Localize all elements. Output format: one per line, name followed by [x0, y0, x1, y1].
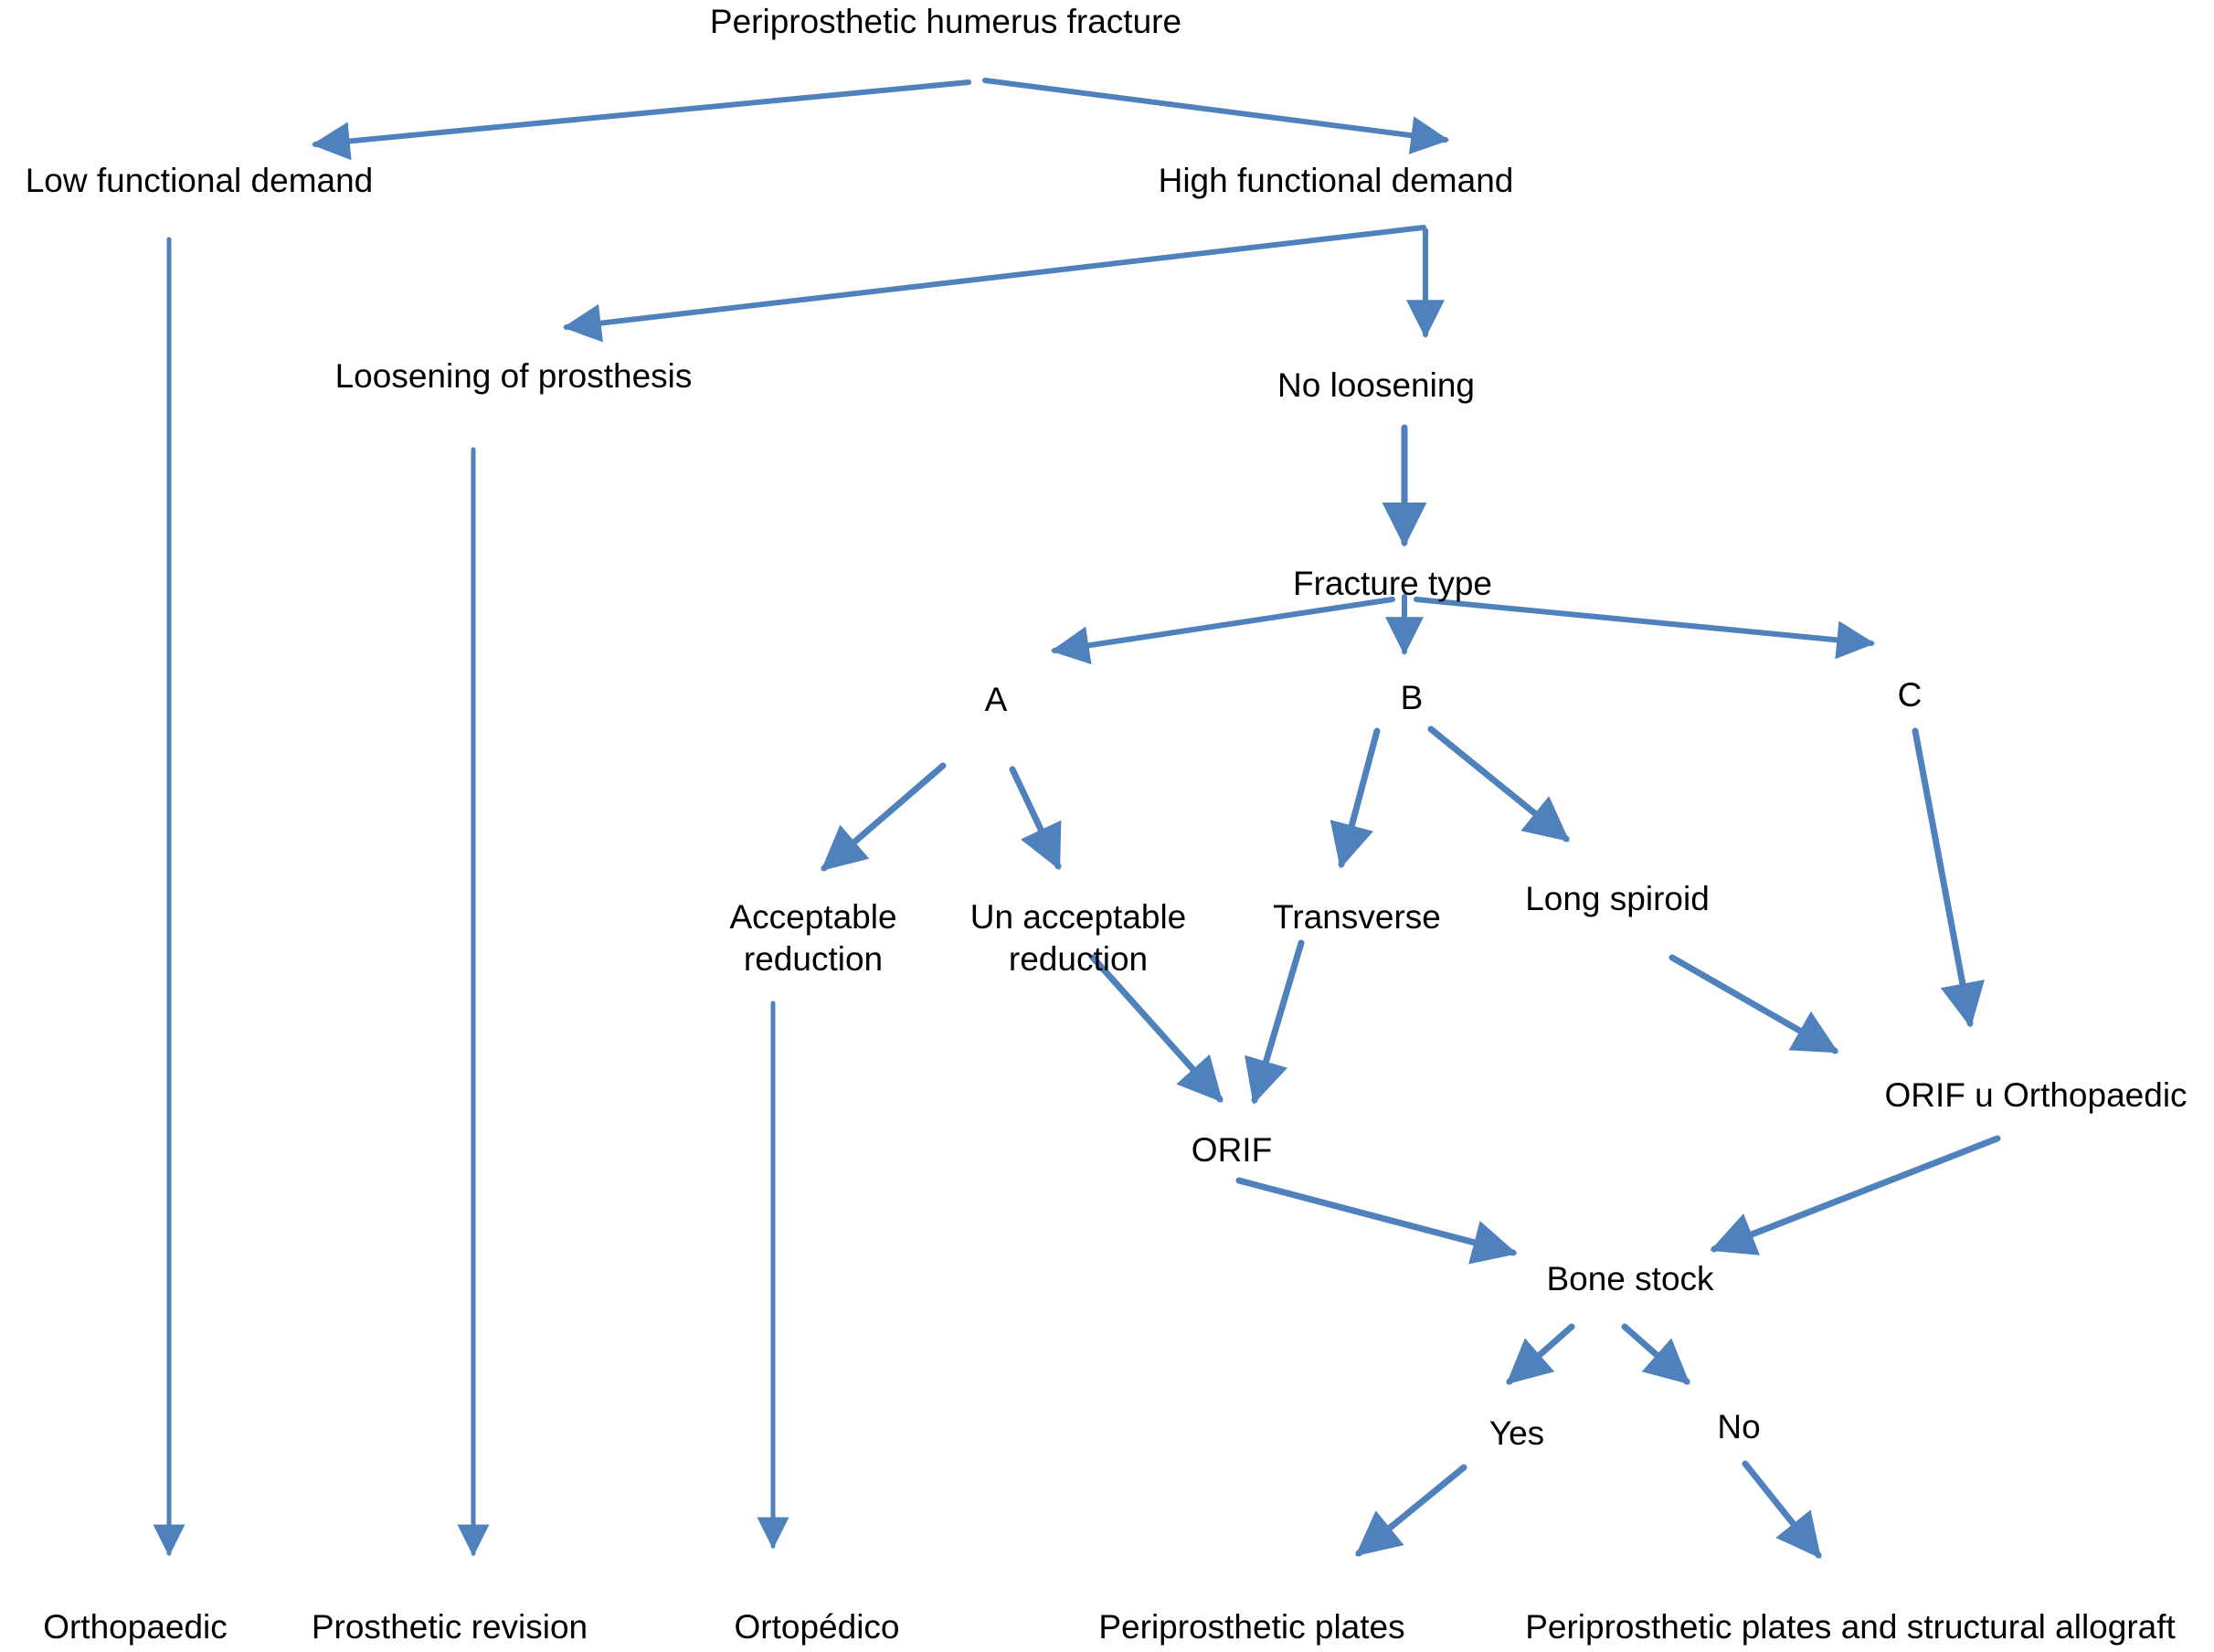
- node-orif: ORIF: [1192, 1131, 1272, 1169]
- edge-title-to-high-functional-demand: [982, 78, 1450, 154]
- edge-fracture-type-to-a: [1050, 597, 1395, 665]
- node-ortopedico: Ortopédico: [735, 1608, 900, 1646]
- node-title: Periprosthetic humerus fracture: [710, 3, 1181, 40]
- edge-no-to-periprosthetic-plates-allograft: [1742, 1460, 1822, 1559]
- node-orif-u-orthopaedic: ORIF u Orthopaedic: [1884, 1076, 2187, 1114]
- node-no: No: [1717, 1408, 1760, 1446]
- edge-orif-u-orthopaedic-to-bone-stock: [1710, 1135, 2001, 1255]
- node-high-functional-demand: High functional demand: [1159, 162, 1514, 199]
- edge-high-to-loosening: [562, 225, 1426, 343]
- nodes-layer: Periprosthetic humerus fracture Low func…: [26, 3, 2188, 1646]
- edge-transverse-to-orif: [1245, 939, 1305, 1105]
- node-long-spiroid: Long spiroid: [1525, 880, 1710, 917]
- edge-b-to-transverse: [1329, 727, 1381, 869]
- edges-layer: [153, 78, 2001, 1559]
- edge-bone-stock-to-no: [1621, 1323, 1690, 1385]
- node-periprosthetic-plates: Periprosthetic plates: [1098, 1608, 1404, 1646]
- node-type-b: B: [1401, 679, 1424, 716]
- node-unacceptable-reduction-line2: reduction: [1009, 940, 1148, 978]
- edge-a-to-unacceptable-reduction: [1009, 766, 1062, 871]
- node-periprosthetic-plates-allograft: Periprosthetic plates and structural all…: [1525, 1608, 2176, 1646]
- edge-b-to-long-spiroid: [1427, 725, 1570, 842]
- edge-fracture-type-to-c: [1414, 597, 1876, 660]
- node-bone-stock: Bone stock: [1546, 1260, 1714, 1297]
- edge-a-to-acceptable-reduction: [821, 762, 947, 872]
- node-type-a: A: [985, 681, 1008, 718]
- edge-yes-to-periprosthetic-plates: [1355, 1464, 1467, 1557]
- edge-bone-stock-to-yes: [1506, 1323, 1575, 1385]
- node-yes: Yes: [1489, 1414, 1544, 1452]
- node-low-functional-demand: Low functional demand: [26, 162, 374, 199]
- node-fracture-type: Fracture type: [1293, 565, 1492, 602]
- node-unacceptable-reduction-line1: Un acceptable: [970, 898, 1187, 936]
- node-acceptable-reduction-line2: reduction: [744, 940, 883, 978]
- edge-orif-to-bone-stock: [1235, 1177, 1518, 1265]
- node-acceptable-reduction-line1: Acceptable: [729, 898, 896, 936]
- node-loosening-of-prosthesis: Loosening of prosthesis: [335, 357, 693, 395]
- node-prosthetic-revision: Prosthetic revision: [312, 1608, 588, 1646]
- node-no-loosening: No loosening: [1277, 366, 1475, 404]
- edge-c-to-orif-u-orthopaedic: [1912, 727, 1985, 1028]
- node-orthopaedic: Orthopaedic: [43, 1608, 228, 1646]
- edge-long-spiroid-to-orif-u-orthopaedic: [1668, 954, 1839, 1054]
- node-transverse: Transverse: [1273, 898, 1441, 936]
- edge-unacceptable-to-orif: [1089, 954, 1224, 1103]
- node-type-c: C: [1898, 676, 1923, 714]
- edge-title-to-low-functional-demand: [311, 79, 971, 161]
